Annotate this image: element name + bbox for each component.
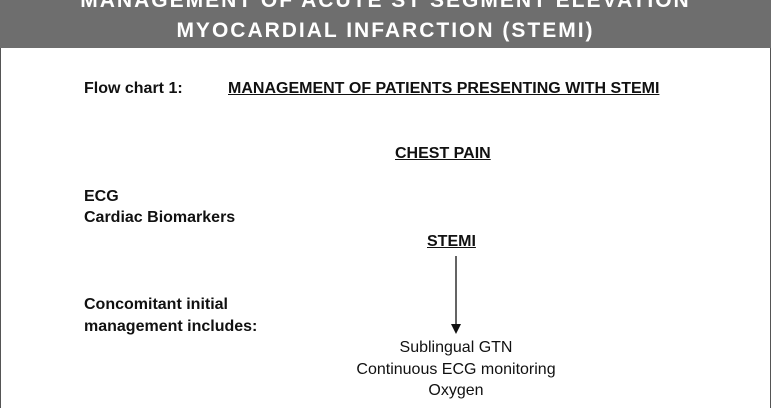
concomitant-label-line-1: Concomitant initial [84, 296, 228, 313]
stemi-node: STEMI [427, 233, 476, 250]
management-item-oxygen: Oxygen [428, 382, 484, 399]
investigation-ecg: ECG [84, 188, 119, 205]
concomitant-label-line-2: management includes: [84, 318, 258, 335]
chest-pain-node: CHEST PAIN [395, 145, 491, 162]
investigation-cardiac-biomarkers: Cardiac Biomarkers [84, 209, 236, 226]
management-item-continuous-ecg-monitoring: Continuous ECG monitoring [356, 361, 556, 378]
arrow-down-icon [451, 256, 461, 334]
header-title-line-2: MYOCARDIAL INFARCTION (STEMI) [176, 19, 595, 42]
flowchart-title: MANAGEMENT OF PATIENTS PRESENTING WITH S… [228, 80, 660, 97]
header-banner: MANAGEMENT OF ACUTE ST SEGMENT ELEVATION… [0, 0, 771, 48]
management-item-sublingual-gtn: Sublingual GTN [399, 339, 513, 356]
flowchart-label: Flow chart 1: [84, 80, 183, 97]
header-title-line-1: MANAGEMENT OF ACUTE ST SEGMENT ELEVATION [80, 0, 691, 12]
